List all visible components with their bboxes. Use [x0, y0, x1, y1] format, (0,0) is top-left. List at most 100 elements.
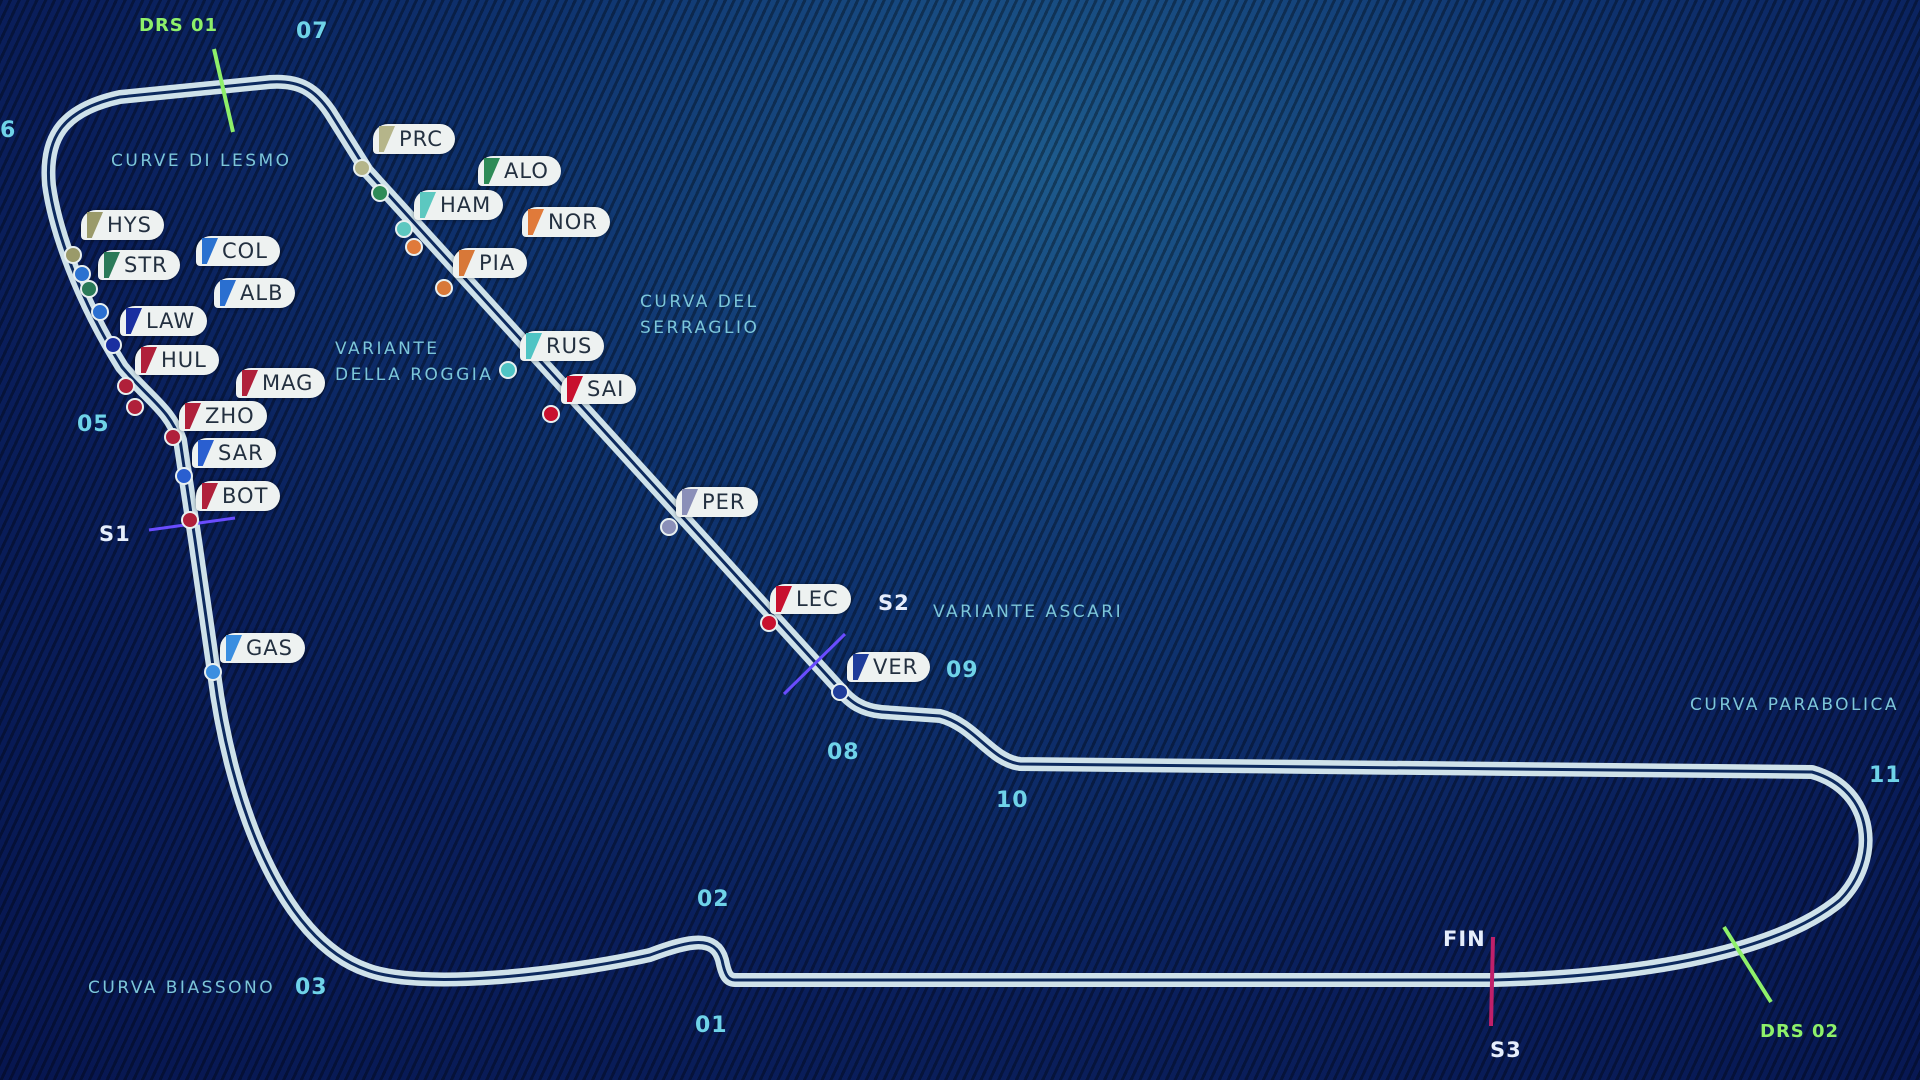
team-flag-icon — [220, 280, 236, 306]
driver-dot-nor[interactable] — [405, 238, 423, 256]
driver-dot-hul[interactable] — [117, 377, 135, 395]
finish-label: FIN — [1443, 927, 1486, 951]
driver-dot-pia[interactable] — [435, 279, 453, 297]
team-flag-icon — [185, 403, 201, 429]
place-curva-parabolica: CURVA PARABOLICA — [1690, 695, 1900, 715]
driver-tag[interactable]: HAM — [414, 190, 504, 220]
driver-tag[interactable]: COL — [196, 236, 280, 266]
driver-code: NOR — [548, 210, 598, 234]
team-flag-icon — [526, 333, 542, 359]
driver-code: SAI — [587, 377, 625, 401]
sector-2-label: S2 — [878, 591, 910, 615]
driver-code: BOT — [222, 484, 269, 508]
driver-dot-alb[interactable] — [91, 303, 109, 321]
driver-code: COL — [222, 239, 268, 263]
driver-dot-sar[interactable] — [175, 467, 193, 485]
driver-tag[interactable]: RUS — [520, 331, 605, 361]
corner-11: 11 — [1869, 763, 1902, 788]
corner-01: 01 — [695, 1013, 728, 1038]
driver-code: VER — [873, 655, 919, 679]
driver-tag[interactable]: GAS — [220, 633, 305, 663]
driver-dot-zho[interactable] — [164, 428, 182, 446]
corner-09: 09 — [946, 658, 979, 683]
finish-line — [1489, 936, 1495, 1027]
corner-07: 07 — [296, 19, 329, 44]
driver-code: PRC — [399, 127, 443, 151]
place-serraglio-2: SERRAGLIO — [640, 318, 760, 338]
team-flag-icon — [87, 212, 103, 238]
corner-06: 6 — [0, 118, 17, 143]
driver-code: ALB — [240, 281, 284, 305]
driver-tag[interactable]: ALB — [214, 278, 296, 308]
team-flag-icon — [484, 158, 500, 184]
corner-03: 03 — [295, 975, 328, 1000]
sector-1-label: S1 — [99, 522, 131, 546]
team-flag-icon — [682, 489, 698, 515]
driver-tag[interactable]: PER — [676, 487, 758, 517]
team-flag-icon — [242, 370, 258, 396]
driver-tag[interactable]: MAG — [236, 368, 326, 398]
team-flag-icon — [459, 250, 475, 276]
driver-dot-hys[interactable] — [64, 246, 82, 264]
team-flag-icon — [379, 126, 395, 152]
corner-10: 10 — [996, 788, 1029, 813]
driver-code: LAW — [146, 309, 196, 333]
driver-dot-bot[interactable] — [181, 511, 199, 529]
driver-dot-gas[interactable] — [204, 663, 222, 681]
driver-dot-mag[interactable] — [126, 398, 144, 416]
driver-tag[interactable]: SAI — [561, 374, 637, 404]
driver-tag[interactable]: LAW — [120, 306, 208, 336]
place-variante-ascari: VARIANTE ASCARI — [933, 602, 1124, 622]
driver-tag[interactable]: PIA — [453, 248, 528, 278]
driver-tag[interactable]: HUL — [135, 345, 219, 375]
driver-dot-per[interactable] — [660, 518, 678, 536]
driver-code: LEC — [796, 587, 839, 611]
team-flag-icon — [202, 483, 218, 509]
place-serraglio-1: CURVA DEL — [640, 292, 759, 312]
driver-dot-alo[interactable] — [371, 184, 389, 202]
team-flag-icon — [141, 347, 157, 373]
team-flag-icon — [853, 654, 869, 680]
place-roggia-2: DELLA ROGGIA — [335, 365, 494, 385]
driver-dot-lec[interactable] — [760, 614, 778, 632]
driver-code: GAS — [246, 636, 293, 660]
driver-dot-ham[interactable] — [395, 220, 413, 238]
driver-tag[interactable]: SAR — [192, 438, 276, 468]
driver-tag[interactable]: PRC — [373, 124, 455, 154]
place-roggia-1: VARIANTE — [335, 339, 440, 359]
driver-tag[interactable]: ZHO — [179, 401, 267, 431]
sector-3-label: S3 — [1490, 1038, 1522, 1062]
drs-2-line — [1722, 925, 1773, 1004]
driver-dot-str[interactable] — [80, 280, 98, 298]
team-flag-icon — [420, 192, 436, 218]
driver-dot-ver[interactable] — [831, 683, 849, 701]
driver-tag[interactable]: BOT — [196, 481, 281, 511]
track-outline — [41, 74, 1873, 987]
driver-tag[interactable]: NOR — [522, 207, 610, 237]
driver-tag[interactable]: LEC — [770, 584, 851, 614]
driver-code: ZHO — [205, 404, 255, 428]
team-flag-icon — [202, 238, 218, 264]
driver-tag[interactable]: VER — [847, 652, 931, 682]
driver-code: HUL — [161, 348, 207, 372]
driver-code: HAM — [440, 193, 492, 217]
driver-code: HYS — [107, 213, 152, 237]
driver-code: STR — [124, 253, 168, 277]
driver-code: SAR — [218, 441, 264, 465]
team-flag-icon — [567, 376, 583, 402]
driver-tag[interactable]: HYS — [81, 210, 164, 240]
driver-dot-sai[interactable] — [542, 405, 560, 423]
driver-dot-prc[interactable] — [353, 159, 371, 177]
driver-dot-rus[interactable] — [499, 361, 517, 379]
drs-2-label: DRS 02 — [1760, 1021, 1840, 1042]
driver-tag[interactable]: STR — [98, 250, 180, 280]
corner-08: 08 — [827, 740, 860, 765]
team-flag-icon — [528, 209, 544, 235]
place-curve-di-lesmo: CURVE DI LESMO — [111, 151, 292, 171]
drs-1-label: DRS 01 — [139, 15, 219, 36]
driver-tag[interactable]: ALO — [478, 156, 561, 186]
team-flag-icon — [126, 308, 142, 334]
driver-dot-law[interactable] — [104, 336, 122, 354]
team-flag-icon — [198, 440, 214, 466]
